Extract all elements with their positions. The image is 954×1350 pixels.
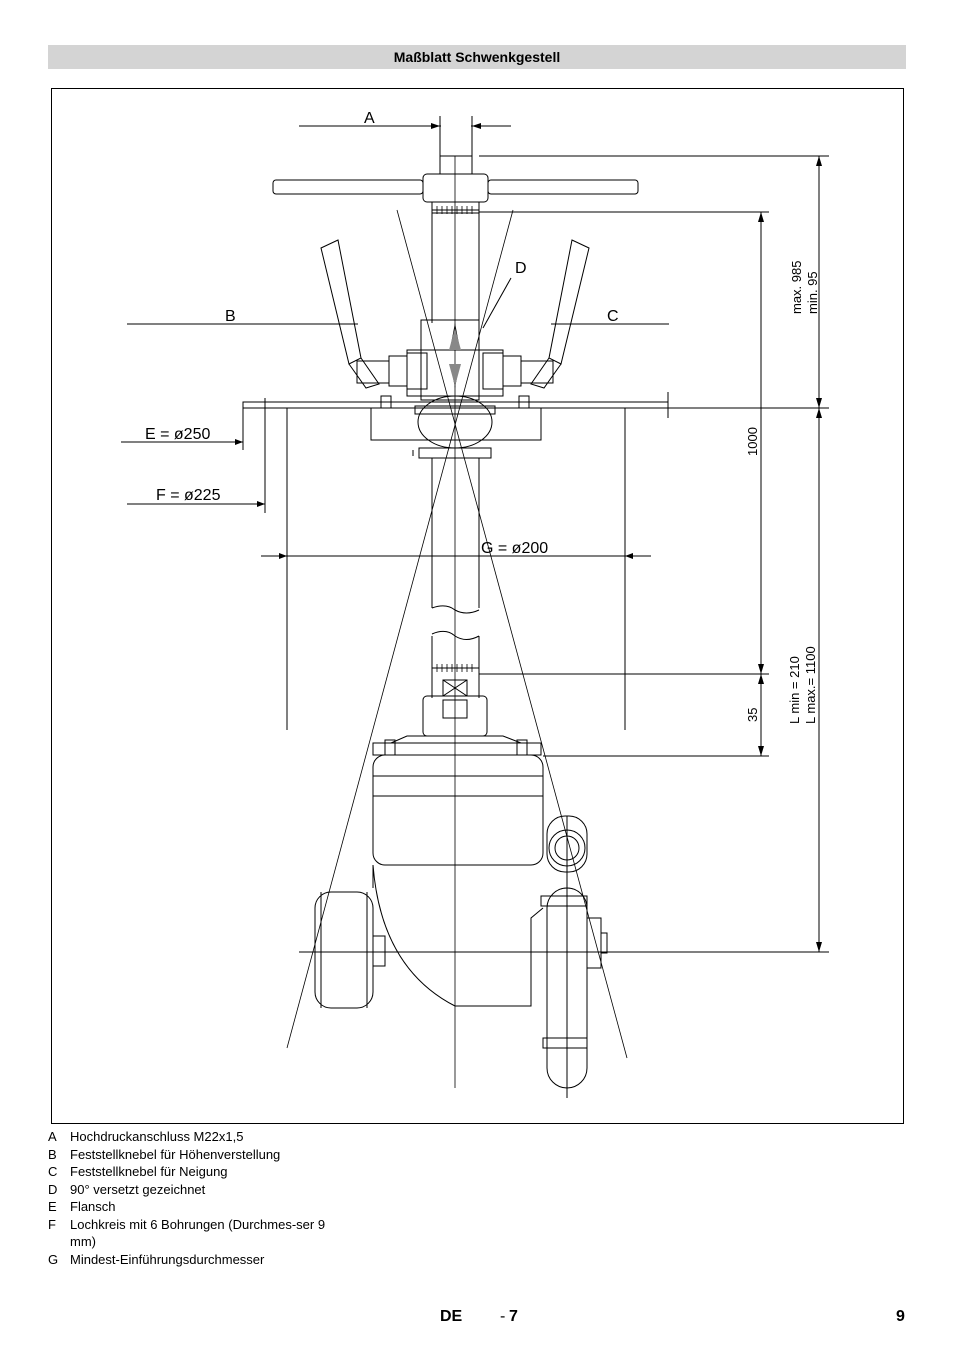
- legend-text: Flansch: [70, 1199, 116, 1214]
- legend-key: C: [48, 1164, 58, 1179]
- dim-min: min. 95: [805, 271, 820, 314]
- legend-text: Mindest-Einführungsdurchmesser: [70, 1251, 265, 1267]
- page-number: 9: [896, 1308, 905, 1325]
- legend-text: Hochdruckanschluss M22x1,5: [70, 1129, 244, 1144]
- dim-35: 35: [745, 708, 760, 722]
- legend-item: E Flansch: [48, 1198, 348, 1216]
- footer-dash: -: [500, 1308, 506, 1325]
- dim-lmin: L min = 210: [787, 656, 802, 724]
- label-b: B: [225, 308, 236, 325]
- label-c: C: [607, 308, 619, 325]
- legend-item: C Feststellknebel für Neigung: [48, 1163, 348, 1181]
- legend-key: E: [48, 1199, 57, 1214]
- dim-1000: 1000: [745, 427, 760, 456]
- footer-section-page: 7: [509, 1308, 518, 1325]
- legend-item: D 90° versetzt gezeichnet: [48, 1181, 348, 1199]
- drawing-frame: [51, 88, 904, 1124]
- dim-lmax: L max.= 1100: [803, 646, 818, 724]
- dim-max: max. 985: [789, 261, 804, 314]
- technical-drawing: A B C D E = ø250 F = ø225 G = ø200 max. …: [121, 110, 829, 1098]
- legend-item: G Mindest-Einführungsdurchmesser: [48, 1251, 348, 1269]
- legend-text: Lochkreis mit 6 Bohrungen (Durchmes-ser …: [70, 1216, 326, 1250]
- legend-key: A: [48, 1129, 57, 1144]
- legend-key: B: [48, 1146, 57, 1162]
- legend-text: Feststellknebel für Neigung: [70, 1164, 228, 1179]
- legend-item: B Feststellknebel für Höhenverstellung: [48, 1146, 348, 1164]
- legend-item: A Hochdruckanschluss M22x1,5: [48, 1128, 348, 1146]
- label-a: A: [364, 110, 375, 127]
- legend-key: D: [48, 1181, 58, 1197]
- page-title: Maßblatt Schwenkgestell: [393, 49, 561, 65]
- legend-text: 90° versetzt gezeichnet: [70, 1181, 206, 1197]
- label-e: E = ø250: [145, 426, 210, 443]
- page-title-bar: Maßblatt Schwenkgestell: [48, 45, 906, 69]
- label-d: D: [515, 260, 527, 277]
- legend-key: G: [48, 1251, 59, 1267]
- footer-language: DE: [440, 1308, 463, 1325]
- legend-text: Feststellknebel für Höhenverstellung: [70, 1146, 281, 1162]
- legend-key: F: [48, 1216, 56, 1232]
- label-f: F = ø225: [156, 487, 221, 504]
- legend-list: A Hochdruckanschluss M22x1,5 B Feststell…: [48, 1128, 348, 1268]
- legend-item: F Lochkreis mit 6 Bohrungen (Durchmes-se…: [48, 1216, 348, 1251]
- label-g: G = ø200: [481, 540, 548, 557]
